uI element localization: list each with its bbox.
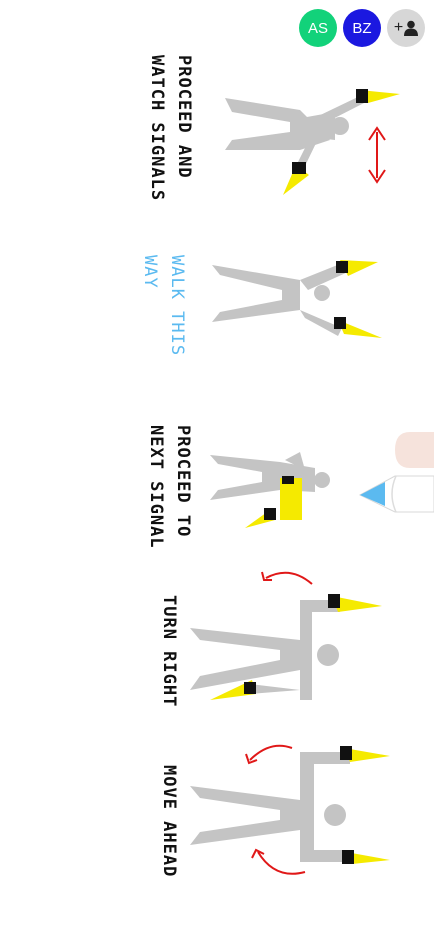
signal-label-4-line-1: TURN RIGHT bbox=[159, 595, 179, 708]
signal-label-3-line-2: NEXT SIGNAL bbox=[146, 425, 166, 549]
signal-label-3-line-1: PROCEED TO bbox=[173, 425, 193, 538]
pencil-tool-icon[interactable] bbox=[358, 475, 434, 513]
plus-icon: + bbox=[393, 19, 404, 36]
signal-label-5: MOVE AHEAD bbox=[155, 765, 182, 877]
eraser-tool-icon[interactable] bbox=[395, 432, 434, 468]
signal-figure-5 bbox=[190, 744, 390, 875]
signal-label-5-line-1: MOVE AHEAD bbox=[159, 765, 179, 878]
signal-label-3: PROCEED TO NEXT SIGNAL bbox=[142, 425, 196, 549]
signal-label-2: WALK THIS WAY bbox=[136, 255, 190, 356]
signal-label-1-line-2: WATCH SIGNALS bbox=[147, 55, 167, 202]
signal-figure-3 bbox=[210, 452, 330, 528]
signal-label-2-line-1: WALK THIS bbox=[167, 255, 187, 357]
add-collaborator-button[interactable]: + bbox=[387, 9, 425, 47]
signal-label-2-line-2: WAY bbox=[140, 255, 160, 289]
signal-figure-2 bbox=[212, 260, 382, 338]
person-add-icon bbox=[404, 20, 419, 36]
collaborator-avatar-bz[interactable]: BZ bbox=[343, 9, 381, 47]
signal-figure-4 bbox=[190, 571, 382, 700]
signal-label-4: TURN RIGHT bbox=[155, 595, 182, 707]
signal-label-1: PROCEED AND WATCH SIGNALS bbox=[143, 55, 197, 201]
signal-label-1-line-1: PROCEED AND bbox=[174, 55, 194, 179]
collaborator-avatar-as[interactable]: AS bbox=[299, 9, 337, 47]
signal-figure-1 bbox=[225, 89, 400, 195]
collaborator-bar: AS BZ + bbox=[299, 9, 425, 47]
